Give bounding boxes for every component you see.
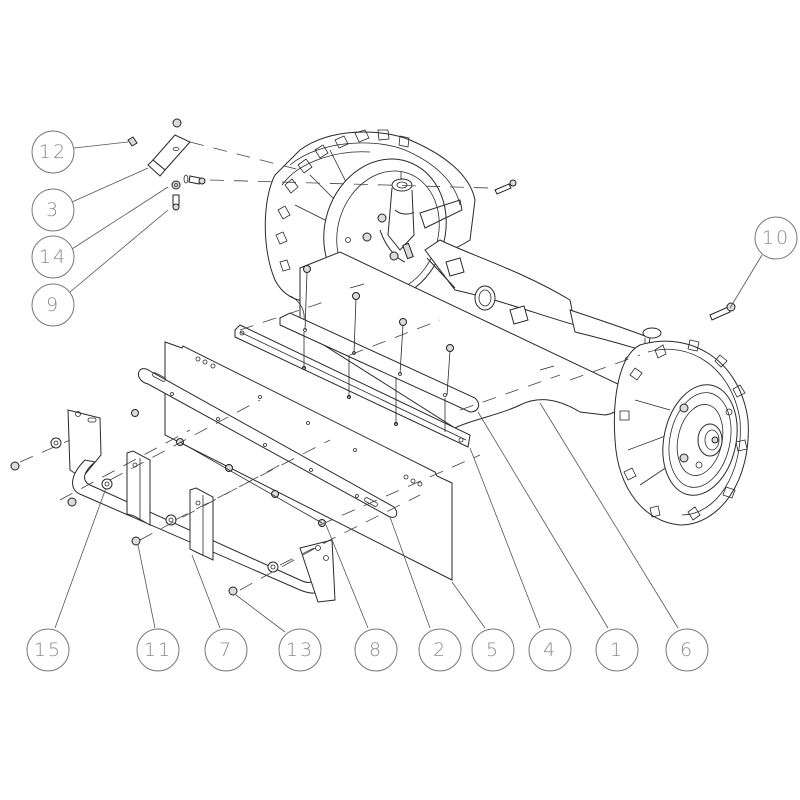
center-gearbox-post: [362, 172, 463, 263]
callout-label: 4: [543, 639, 557, 661]
callout-label: 7: [219, 639, 233, 661]
callout-label: 10: [762, 227, 790, 249]
callout-label: 11: [144, 639, 172, 661]
callout-9: 9: [31, 283, 75, 327]
callout-label: 2: [433, 639, 447, 661]
angle-strip: [234, 324, 471, 448]
callout-label: 14: [39, 246, 67, 268]
callout-8: 8: [354, 628, 398, 672]
bumper-tube: [67, 409, 336, 603]
leader-lines: [54, 141, 763, 633]
callout-6: 6: [665, 628, 709, 672]
callout-label: 6: [680, 639, 694, 661]
axle-tube: [424, 239, 662, 364]
callout-13: 13: [278, 628, 322, 672]
callout-label: 13: [286, 639, 314, 661]
callout-10: 10: [754, 216, 798, 260]
callout-12: 12: [31, 130, 75, 174]
fasteners: [10, 179, 736, 596]
callout-label: 5: [486, 639, 500, 661]
callout-3: 3: [31, 188, 75, 232]
callout-label: 12: [39, 141, 67, 163]
alignment-lines: [19, 141, 641, 591]
callout-label: 15: [34, 639, 62, 661]
top-bracket: [127, 118, 206, 211]
callout-15: 15: [26, 628, 70, 672]
front-slot-bar: [137, 368, 398, 518]
callout-label: 3: [46, 199, 60, 221]
right-tine-wheel: [613, 339, 749, 526]
callout-label: 1: [610, 639, 624, 661]
callout-4: 4: [528, 628, 572, 672]
callout-5: 5: [471, 628, 515, 672]
callout-label: 8: [369, 639, 383, 661]
callout-1: 1: [595, 628, 639, 672]
callout-label: 9: [46, 294, 60, 316]
callout-14: 14: [31, 235, 75, 279]
callout-11: 11: [136, 628, 180, 672]
callout-7: 7: [204, 628, 248, 672]
callout-2: 2: [418, 628, 462, 672]
